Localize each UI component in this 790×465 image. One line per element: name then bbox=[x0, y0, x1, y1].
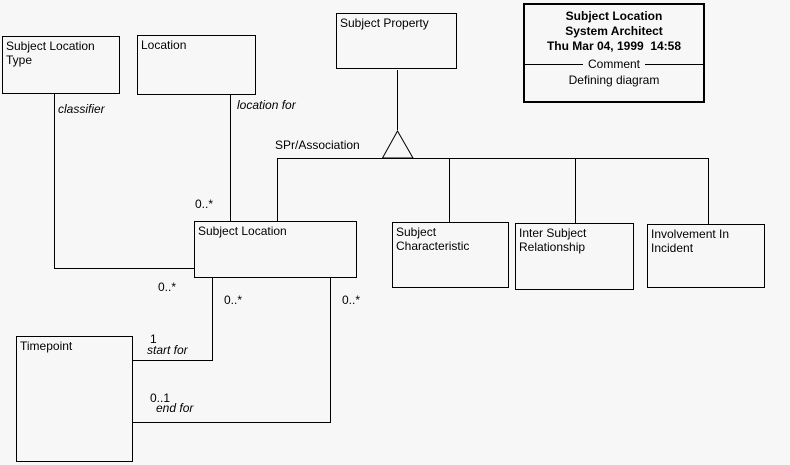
title-block-timestamp: Thu Mar 04, 1999 14:58 bbox=[546, 39, 682, 53]
entity-label: Subject Location bbox=[198, 224, 287, 238]
classifier-role-label: classifier bbox=[58, 102, 105, 116]
entity-location[interactable]: Location bbox=[137, 35, 256, 95]
supertype-triangle-icon bbox=[382, 130, 414, 159]
classifier-line-vertical bbox=[54, 94, 55, 268]
end-for-line-horizontal bbox=[133, 422, 331, 423]
divider-line-left bbox=[525, 63, 583, 65]
location-for-role-label: location for bbox=[237, 98, 296, 112]
association-bus-line bbox=[277, 158, 709, 159]
entity-subject-property[interactable]: Subject Property bbox=[336, 13, 457, 69]
entity-subject-characteristic[interactable]: Subject Characteristic bbox=[392, 222, 509, 288]
multiplicity-start-many: 0..* bbox=[224, 293, 243, 307]
classifier-line-horizontal bbox=[54, 268, 195, 269]
association-drop-inter-subject-relationship bbox=[575, 158, 576, 223]
divider-line-right bbox=[645, 63, 704, 65]
entity-label: Timepoint bbox=[20, 339, 73, 353]
entity-label: Subject Property bbox=[340, 16, 429, 30]
supertype-stem-line bbox=[397, 70, 398, 130]
entity-inter-subject-relationship[interactable]: Inter Subject Relationship bbox=[515, 223, 634, 290]
multiplicity-end-zero-one: 0..1 bbox=[150, 391, 171, 405]
title-block-diagram-name: Subject Location bbox=[565, 9, 663, 23]
entity-label: Location bbox=[141, 38, 187, 52]
diagram-title-block[interactable]: Subject Location System Architect Thu Ma… bbox=[523, 3, 705, 103]
association-drop-involvement-in-incident bbox=[708, 158, 709, 224]
entity-label: Subject Location Type bbox=[6, 39, 95, 67]
entity-timepoint[interactable]: Timepoint bbox=[16, 336, 133, 462]
start-for-role-label: start for bbox=[147, 343, 188, 357]
title-block-comment-label: Comment bbox=[588, 57, 641, 71]
entity-subject-location[interactable]: Subject Location bbox=[194, 221, 357, 278]
location-for-line bbox=[230, 94, 231, 221]
entity-label: Involvement In Incident bbox=[651, 227, 730, 255]
title-block-comment-divider: Comment bbox=[525, 57, 704, 71]
entity-involvement-in-incident[interactable]: Involvement In Incident bbox=[647, 224, 765, 288]
start-for-line-horizontal bbox=[133, 360, 213, 361]
association-drop-subject-location bbox=[277, 158, 278, 221]
title-block-comment-body: Defining diagram bbox=[568, 73, 660, 87]
entity-label: Subject Characteristic bbox=[396, 225, 470, 253]
end-for-role-label: end for bbox=[156, 401, 194, 415]
multiplicity-start-one: 1 bbox=[150, 332, 157, 346]
association-label: SPr/Association bbox=[275, 138, 360, 152]
multiplicity-location-end: 0..* bbox=[195, 197, 214, 211]
title-block-app-name: System Architect bbox=[565, 24, 663, 38]
end-for-line-vertical bbox=[330, 278, 331, 423]
start-for-line-vertical bbox=[212, 278, 213, 361]
association-drop-subject-characteristic bbox=[449, 158, 450, 222]
multiplicity-classifier-end: 0..* bbox=[158, 280, 177, 294]
entity-label: Inter Subject Relationship bbox=[519, 226, 587, 254]
entity-subject-location-type[interactable]: Subject Location Type bbox=[2, 36, 120, 94]
multiplicity-end-many: 0..* bbox=[342, 293, 361, 307]
